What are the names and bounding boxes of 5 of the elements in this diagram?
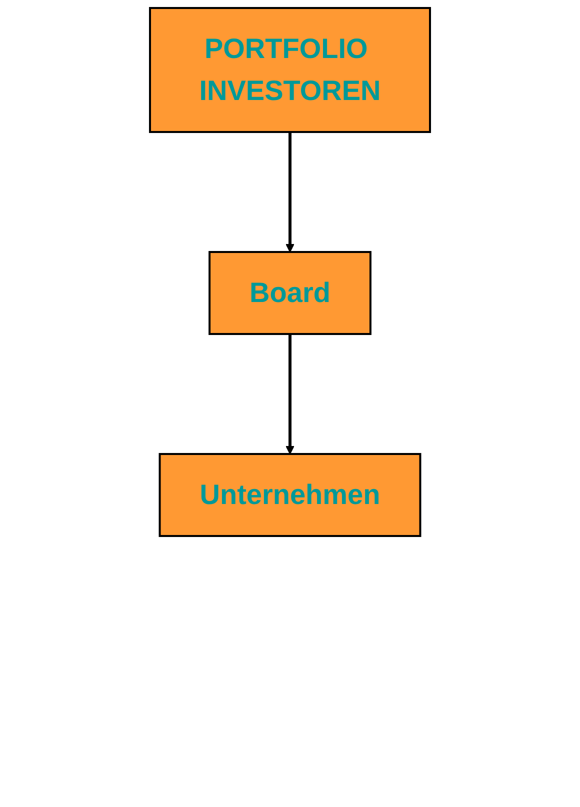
node-box: PORTFOLIO INVESTOREN (149, 7, 431, 133)
arrow (286, 334, 294, 454)
node-box: Unternehmen (158, 453, 422, 537)
node-box: Board (208, 251, 372, 335)
arrow (286, 132, 294, 252)
